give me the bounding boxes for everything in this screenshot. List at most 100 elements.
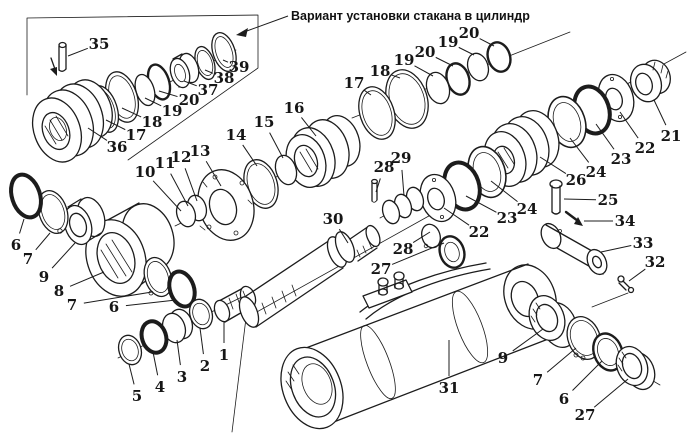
- leader-line-28: [375, 178, 381, 193]
- leader-line-14: [242, 144, 258, 167]
- leader-line-21: [653, 99, 667, 126]
- callout-5: 5: [132, 387, 142, 405]
- leader-line-32: [628, 268, 646, 282]
- callout-23: 23: [611, 150, 632, 168]
- part-33-axle-pin: [540, 222, 608, 276]
- part-35-pin: [58, 41, 67, 72]
- leader-line-19: [414, 65, 434, 77]
- part-8-rod-head: [85, 202, 175, 297]
- part-9-bushing-head: [63, 196, 106, 246]
- leader-line-17: [363, 89, 372, 96]
- callout-35: 35: [89, 35, 110, 53]
- leader-line-9: [51, 242, 76, 269]
- leader-line-5: [128, 363, 135, 385]
- leader-line-7: [35, 232, 51, 251]
- part-19-ring2: [466, 52, 490, 82]
- leader-line-16: [301, 117, 317, 137]
- leader-line-7: [83, 291, 153, 304]
- callout-23: 23: [497, 209, 518, 227]
- leader-line-29: [401, 169, 405, 197]
- callout-34: 34: [615, 212, 636, 230]
- part-30-piston-rod: [238, 224, 381, 328]
- leader-line-20: [479, 38, 495, 47]
- leader-line-37: [183, 80, 197, 87]
- callout-16: 16: [284, 99, 305, 117]
- leader-line-25: [563, 198, 597, 201]
- part-16-gland-cup: [285, 115, 361, 188]
- leader-line-39: [222, 59, 229, 63]
- part-28-ring-rod: [421, 223, 441, 249]
- callout-26: 26: [566, 171, 587, 189]
- callout-4: 4: [155, 378, 165, 396]
- callout-13: 13: [190, 142, 211, 160]
- leader-line-3: [176, 339, 181, 366]
- leader-line-6: [125, 299, 177, 307]
- leader-line-7: [546, 347, 577, 373]
- callout-36: 36: [107, 138, 128, 156]
- callout-7: 7: [533, 371, 543, 389]
- part-32-grease-fitting: [591, 275, 635, 308]
- part-4-seal: [139, 319, 169, 355]
- leader-line-10: [152, 180, 182, 212]
- callout-6: 6: [559, 390, 569, 408]
- callout-18: 18: [370, 62, 391, 80]
- leader-line-33: [600, 245, 632, 253]
- leader-line-18: [121, 107, 142, 118]
- callout-24: 24: [586, 163, 607, 181]
- callout-30: 30: [323, 210, 344, 228]
- callout-24: 24: [517, 200, 538, 218]
- callout-20: 20: [179, 91, 200, 109]
- callout-20: 20: [415, 43, 436, 61]
- leader-line-18: [391, 74, 401, 79]
- part-2-oring: [188, 298, 214, 330]
- leader-line-27: [593, 378, 629, 408]
- part-20-seal2: [486, 41, 512, 73]
- leader-line-8: [69, 271, 105, 287]
- leader-line-38: [204, 69, 214, 74]
- callout-17: 17: [126, 126, 147, 144]
- callout-27: 27: [575, 406, 596, 424]
- callout-29: 29: [391, 149, 412, 167]
- leader-line-30: [338, 228, 349, 244]
- callout-20: 20: [459, 24, 480, 42]
- leader-line-11: [170, 173, 189, 207]
- part-17-oring: [358, 86, 396, 140]
- callout-17: 17: [344, 74, 365, 92]
- part-19-ring: [425, 71, 451, 105]
- callout-3: 3: [177, 368, 187, 386]
- part-39-oring-inset: [211, 32, 237, 72]
- callout-18: 18: [142, 113, 163, 131]
- callout-15: 15: [254, 113, 275, 131]
- callout-9: 9: [498, 349, 508, 367]
- leader-line-23: [595, 123, 615, 150]
- leader-line-27: [391, 242, 445, 265]
- leader-line-9: [512, 328, 544, 352]
- leader-line-19: [458, 46, 475, 56]
- part-31-cylinder-barrel: [280, 262, 557, 430]
- callout-10: 10: [135, 163, 156, 181]
- part-6-oring-head2: [167, 269, 197, 309]
- callout-7: 7: [67, 296, 77, 314]
- leader-line-22: [619, 111, 639, 139]
- title-arrow: [236, 15, 289, 37]
- part-28-pin: [371, 178, 378, 203]
- callout-7: 7: [23, 250, 33, 268]
- part-36-cup: [31, 79, 113, 163]
- callout-19: 19: [394, 51, 415, 69]
- leader-line-28: [412, 231, 431, 244]
- leader-line-2: [199, 327, 204, 355]
- leader-line-20: [158, 90, 178, 98]
- callout-31: 31: [439, 379, 460, 397]
- leader-line-20: [435, 56, 454, 67]
- part-18-oring: [385, 69, 429, 129]
- part-6-oring-head: [9, 172, 43, 220]
- tube-fitting-1: [377, 277, 389, 296]
- callout-19: 19: [438, 33, 459, 51]
- leader-line-12: [184, 168, 198, 202]
- part-28-small-ring2: [381, 199, 401, 225]
- part-7-circlip-head: [37, 189, 69, 235]
- callout-37: 37: [198, 81, 219, 99]
